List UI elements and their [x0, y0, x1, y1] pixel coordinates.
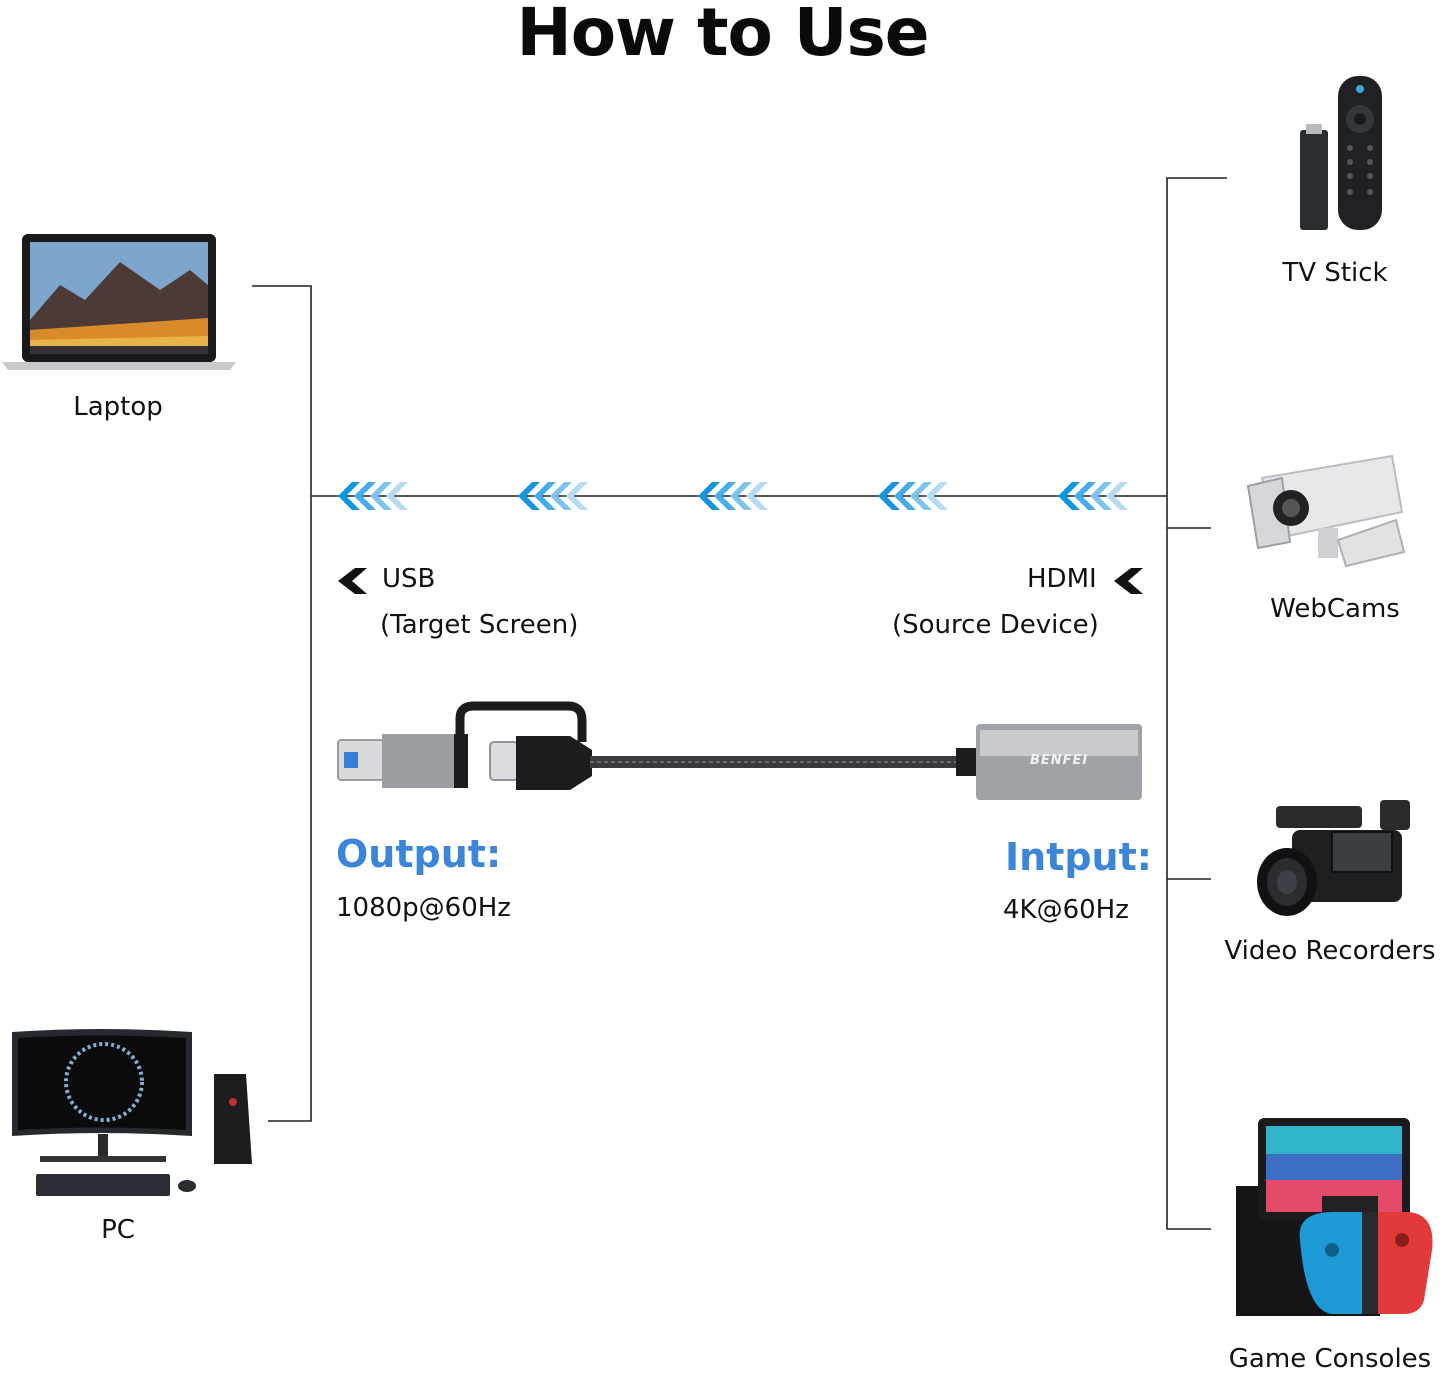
desktop-pc-icon — [12, 1029, 252, 1196]
label-video-recorders: Video Recorders — [1224, 936, 1436, 966]
hdmi-label: HDMI — [1027, 564, 1097, 594]
usb-sub-label: (Target Screen) — [380, 610, 579, 640]
label-laptop: Laptop — [73, 392, 163, 422]
connector-lines — [252, 177, 1227, 1230]
brand-logo: BENFEI — [1030, 753, 1089, 768]
usb-label: USB — [382, 564, 436, 594]
output-heading: Output: — [336, 832, 502, 876]
right-bracket-line — [1166, 177, 1227, 1230]
label-webcams: WebCams — [1270, 594, 1400, 624]
label-pc: PC — [101, 1215, 135, 1245]
video-camera-icon — [1257, 800, 1410, 916]
usb-arrow-icon — [338, 568, 367, 594]
hdmi-arrow-icon — [1114, 568, 1143, 594]
label-game-consoles: Game Consoles — [1228, 1344, 1432, 1374]
page-title: How to Use — [516, 0, 929, 71]
game-console-icon — [1236, 1118, 1433, 1316]
input-heading: Intput: — [1005, 835, 1152, 879]
adapter-cable-icon — [337, 701, 1142, 800]
label-tv-stick: TV Stick — [1282, 258, 1388, 288]
left-bracket-line — [252, 285, 312, 1122]
laptop-icon — [2, 234, 236, 370]
output-value: 1080p@60Hz — [336, 893, 511, 923]
hdmi-sub-label: (Source Device) — [892, 610, 1099, 640]
webcam-icon — [1246, 454, 1406, 568]
input-value: 4K@60Hz — [1003, 895, 1129, 925]
tv-stick-icon — [1300, 76, 1382, 230]
